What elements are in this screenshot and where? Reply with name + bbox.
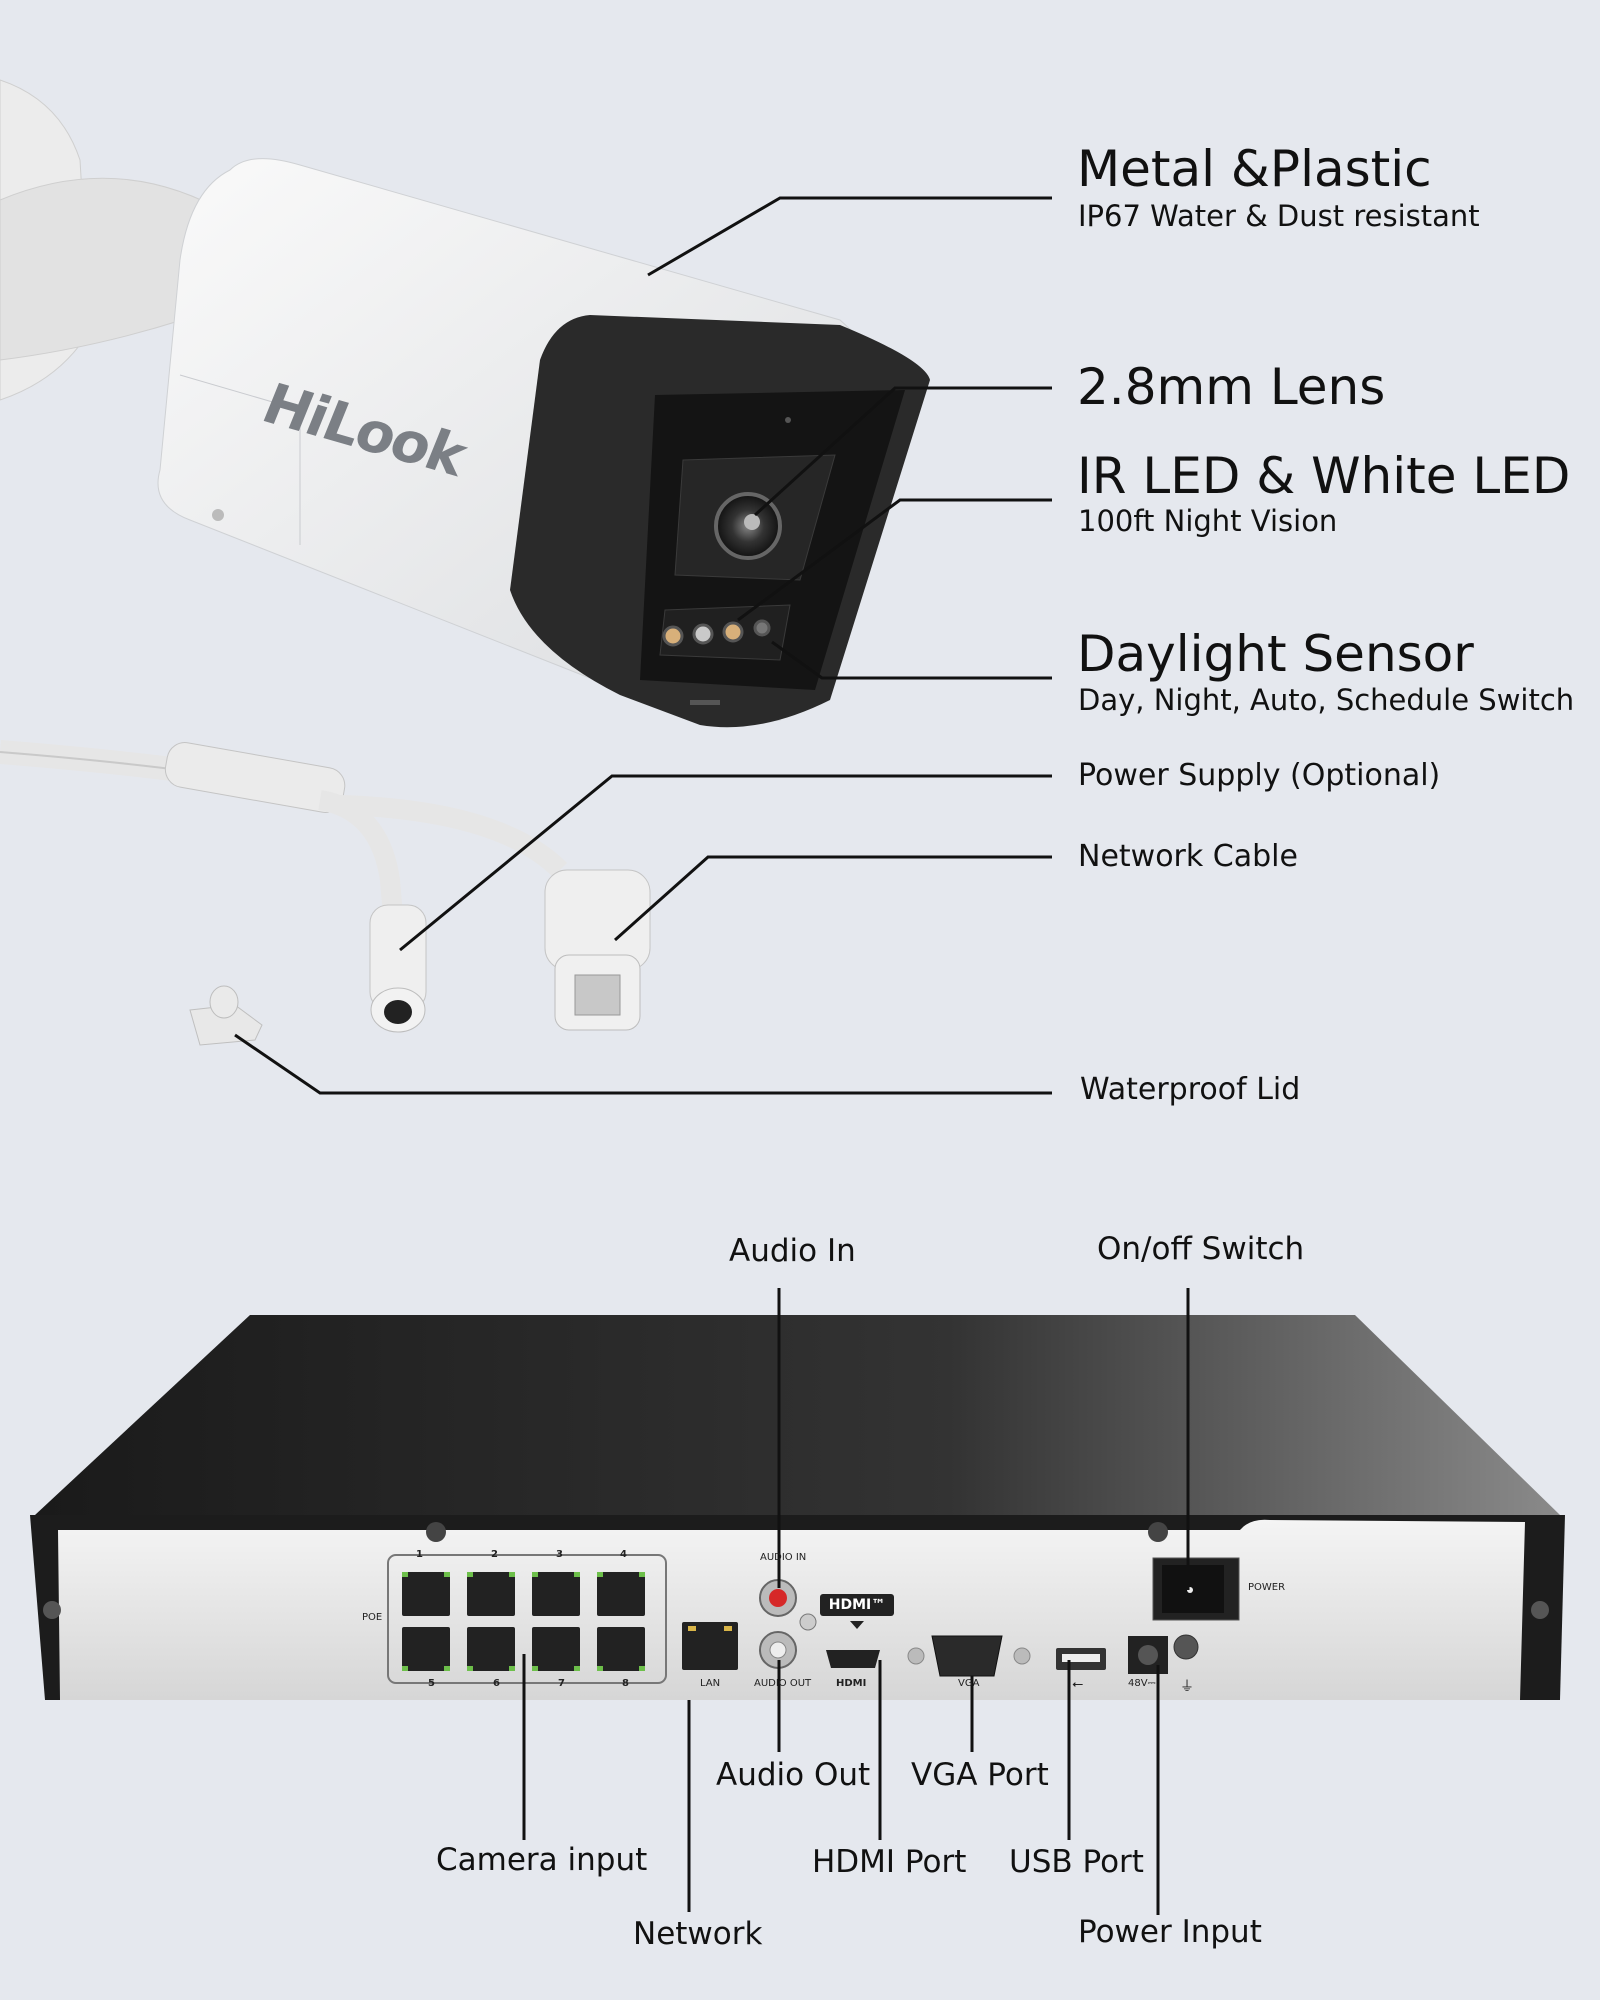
- panel-label-hdmi: HDMI: [836, 1678, 867, 1689]
- camera-callout-lines: [234, 196, 1052, 1095]
- panel-label-audio-in: AUDIO IN: [760, 1552, 807, 1563]
- panel-label-vga: VGA: [958, 1678, 980, 1689]
- ground-icon: ⏚: [1180, 1679, 1194, 1695]
- port-number: 1: [416, 1549, 423, 1560]
- callout-audio-out: Audio Out: [716, 1757, 871, 1793]
- panel-label-lan: LAN: [700, 1678, 721, 1689]
- feature-6-title: Network Cable: [1078, 839, 1298, 874]
- panel-label-power: POWER: [1248, 1582, 1286, 1593]
- feature-2-title: 2.8mm Lens: [1077, 358, 1386, 416]
- feature-7-title: Waterproof Lid: [1080, 1072, 1301, 1107]
- port-number: 5: [428, 1678, 435, 1689]
- panel-label-dc: 48V⎓: [1128, 1678, 1156, 1689]
- feature-3-title: IR LED & White LED: [1077, 447, 1571, 505]
- feature-5-title: Power Supply (Optional): [1078, 758, 1441, 793]
- callout-camera-input: Camera input: [436, 1842, 648, 1878]
- callout-power-input: Power Input: [1078, 1914, 1262, 1950]
- nvr-callout-lines: [522, 1288, 1190, 1915]
- callout-network: Network: [633, 1916, 763, 1952]
- port-number: 7: [558, 1678, 565, 1689]
- panel-label-poe: POE: [362, 1612, 383, 1623]
- usb-icon: ⭠: [1072, 1676, 1084, 1692]
- port-number: 3: [556, 1549, 563, 1560]
- port-number: 6: [493, 1678, 500, 1689]
- port-number: 8: [622, 1678, 629, 1689]
- poe-ports: [402, 1572, 738, 1671]
- feature-3-subtitle: 100ft Night Vision: [1078, 504, 1338, 538]
- callout-usb-port: USB Port: [1009, 1844, 1144, 1880]
- feature-1-subtitle: IP67 Water & Dust resistant: [1078, 199, 1480, 233]
- feature-1-title: Metal &Plastic: [1077, 140, 1432, 198]
- callout-audio-in: Audio In: [729, 1233, 856, 1269]
- cable-illustration: [0, 740, 651, 1046]
- port-number: 2: [491, 1549, 498, 1560]
- camera-illustration: [0, 79, 930, 728]
- callout-on-off-switch: On/off Switch: [1097, 1231, 1305, 1267]
- callout-hdmi-port: HDMI Port: [812, 1844, 967, 1880]
- panel-label-audio-out: AUDIO OUT: [754, 1678, 812, 1689]
- port-number: 4: [620, 1549, 627, 1560]
- nvr-illustration: [30, 1315, 1565, 1700]
- callout-vga-port: VGA Port: [911, 1757, 1049, 1793]
- feature-4-title: Daylight Sensor: [1077, 625, 1474, 683]
- panel-hdmi-badge: HDMI™: [820, 1594, 894, 1616]
- feature-4-subtitle: Day, Night, Auto, Schedule Switch: [1078, 683, 1575, 717]
